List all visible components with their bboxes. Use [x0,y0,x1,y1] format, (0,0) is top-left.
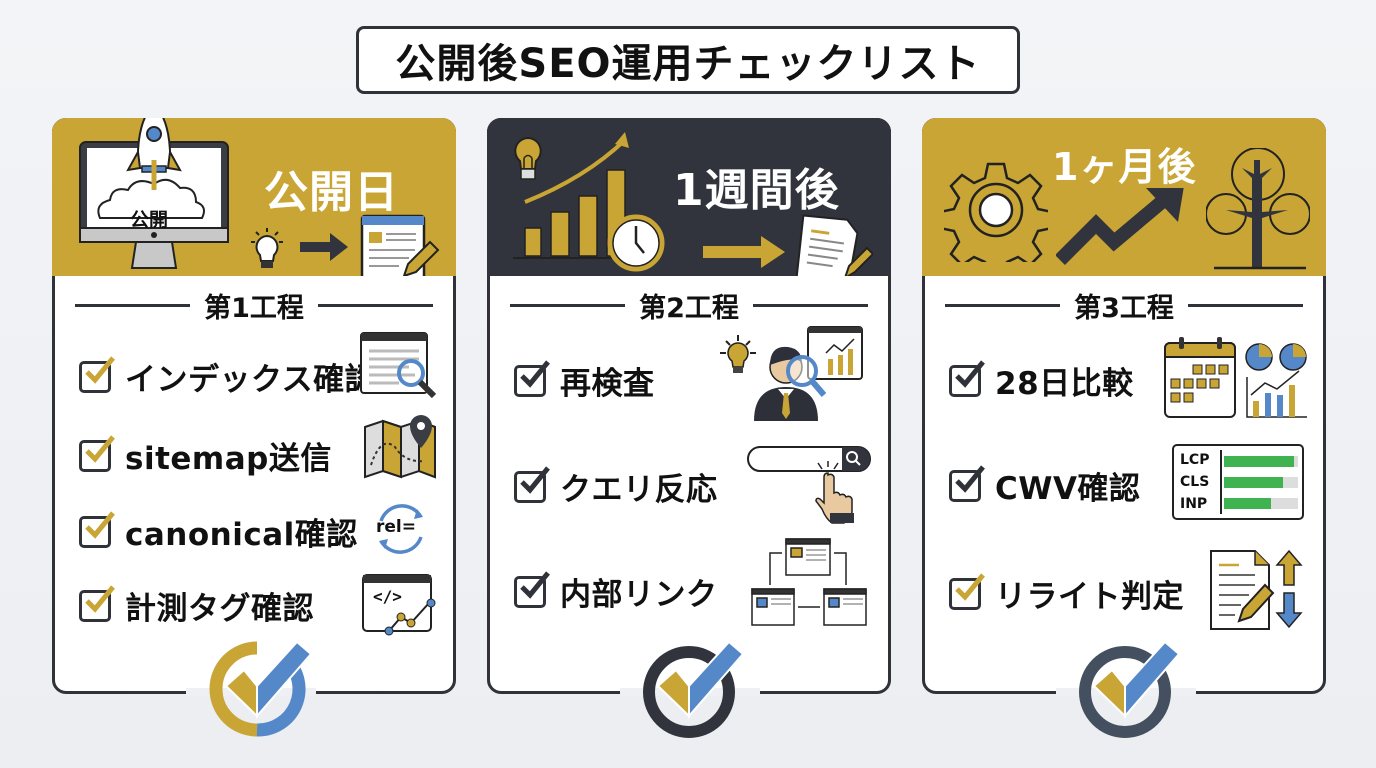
checklist-item[interactable]: 内部リンク [514,569,718,614]
phase-label: 第2工程 [639,292,739,324]
monitor-label: 公開 [130,209,169,231]
item-label: 内部リンク [560,577,718,613]
checklist-item[interactable]: CWV確認 [949,463,1140,508]
checklist-item[interactable]: sitemap送信 [79,433,332,478]
lcp-bar [1224,456,1298,467]
check-icon [955,464,985,493]
phase-label: 第3工程 [1074,292,1174,324]
checklist-item[interactable]: インデックス確認 [79,354,376,399]
check-icon [520,359,550,388]
item-label: 再検査 [560,366,655,402]
check-icon [85,434,115,463]
checklist-item[interactable]: 計測タグ確認 [79,583,314,628]
completion-badge-icon [643,640,744,738]
divider [317,303,434,307]
card-one-month: 1ヶ月後 第3工程 28日比較 [922,118,1326,694]
check-icon [85,584,115,613]
card-header: 公開 公開日 [52,118,456,276]
card-one-week: 1週間後 第2工程 再検査 クエ [487,118,891,694]
item-label: インデックス確認 [125,362,377,398]
rel-cycle-icon: rel= [371,499,431,559]
checkbox[interactable] [949,464,985,502]
phase-heading: 第2工程 [510,289,869,324]
checkbox[interactable] [514,359,550,397]
clock-icon [607,214,665,272]
card-header-title: 公開日 [264,167,399,218]
check-icon [520,570,550,599]
analyst-magnifier-icon [720,326,863,421]
checklist-item[interactable]: クエリ反応 [514,464,718,509]
item-label: クエリ反応 [560,472,718,508]
divider [945,303,1061,307]
divider [510,303,626,307]
lightbulb-icon [251,228,283,268]
checkbox[interactable] [79,355,115,393]
checklist-item[interactable]: リライト判定 [949,571,1184,616]
rel-label: rel= [376,517,416,537]
monitor-rocket-icon [79,118,229,269]
inp-bar [1224,498,1298,509]
arrow-right-icon [300,233,348,261]
check-icon [85,510,115,539]
metric-cls: CLS [1180,474,1210,490]
completion-badge-icon [1079,640,1180,738]
gear-icon [944,162,1048,262]
linked-pages-icon [751,538,867,626]
item-label: 28日比較 [995,366,1134,402]
divider [75,303,191,307]
card-header-title: 1週間後 [673,165,840,216]
calendar-charts-icon [1164,337,1307,418]
page-magnifier-icon [360,332,437,399]
checkbox[interactable] [949,572,985,610]
item-label: sitemap送信 [125,441,332,477]
checkbox[interactable] [514,570,550,608]
code-label: </> [373,587,402,606]
item-label: 計測タグ確認 [125,591,314,627]
arrow-right-icon [703,236,785,268]
search-bar-click-icon[interactable] [746,443,878,525]
item-label: canonical確認 [125,517,358,553]
card-header: 1週間後 [487,118,891,276]
item-label: リライト判定 [995,579,1184,615]
lightbulb-icon [514,136,542,180]
check-icon [955,572,985,601]
page-title-box: 公開後SEO運用チェックリスト [356,26,1020,94]
card-header-title: 1ヶ月後 [1052,145,1197,189]
divider [752,303,869,307]
completion-badge-icon [209,640,312,737]
checkbox[interactable] [79,584,115,622]
checklist-item[interactable]: 28日比較 [949,358,1134,403]
checklist-item[interactable]: 再検査 [514,358,655,403]
metric-lcp: LCP [1180,452,1210,468]
page-title: 公開後SEO運用チェックリスト [395,41,981,87]
code-window-icon: </> [361,573,441,637]
map-pin-icon [364,415,436,479]
document-edit-icon [360,214,440,276]
check-icon [520,465,550,494]
card-launch-day: 公開 公開日 第1工程 インデックス確認 [52,118,456,694]
checklist-item[interactable]: canonical確認 [79,509,358,554]
checkbox[interactable] [514,465,550,503]
phase-heading: 第1工程 [75,289,434,324]
item-label: CWV確認 [995,471,1141,507]
divider [1187,303,1304,307]
card-header: 1ヶ月後 [922,118,1326,276]
cls-bar [1224,477,1298,488]
checkbox[interactable] [949,359,985,397]
check-icon [85,355,115,384]
tree-icon [1206,148,1310,270]
trend-arrow-icon [1056,188,1184,265]
checkbox[interactable] [79,510,115,548]
check-icon [955,359,985,388]
rewrite-updown-icon [1210,549,1303,630]
metric-inp: INP [1180,496,1208,512]
checkbox[interactable] [79,434,115,472]
document-edit-icon [795,214,873,276]
phase-label: 第1工程 [204,292,304,324]
phase-heading: 第3工程 [945,289,1304,324]
cwv-bars-icon: LCP CLS INP [1172,444,1304,520]
